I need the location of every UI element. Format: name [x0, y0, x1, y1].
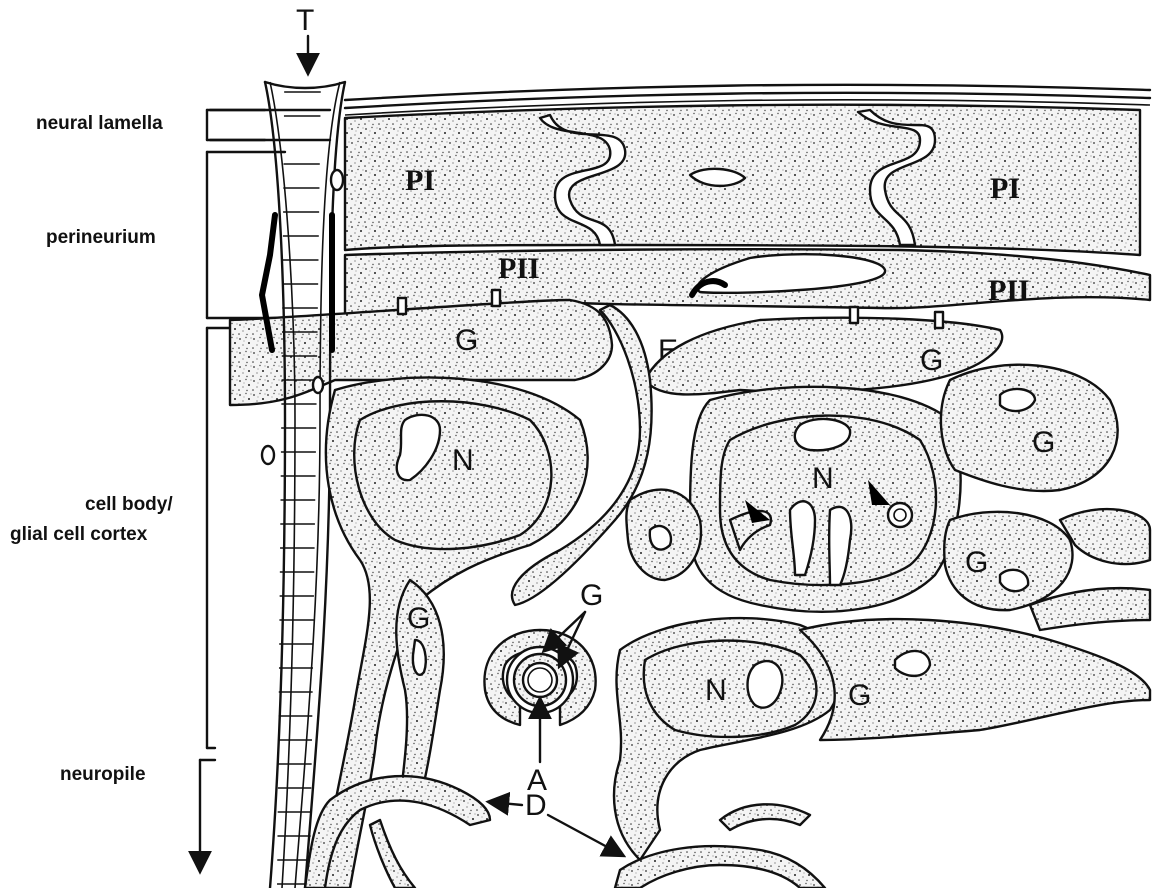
label-n-lower: N: [705, 674, 727, 707]
label-g-upper-left: G: [455, 324, 478, 357]
label-t: T: [296, 4, 314, 37]
label-pii-left: PII: [498, 252, 540, 285]
neuron-right-nucleolus: [795, 419, 850, 450]
label-pi-right: PI: [990, 172, 1020, 205]
label-n-right: N: [812, 462, 834, 495]
zone-label-neuropile: neuropile: [60, 764, 146, 785]
label-g-right-middle: G: [965, 546, 988, 579]
label-g-left-lower: G: [407, 602, 430, 635]
glial-right-upper: [941, 365, 1118, 491]
dendrites: [305, 776, 825, 888]
zone-label-perineurium: perineurium: [46, 227, 156, 248]
zone-label-cell-body-1: cell body/: [85, 494, 173, 515]
zone-label-neural-lamella: neural lamella: [36, 113, 163, 134]
label-g-lower-right: G: [848, 679, 871, 712]
label-d: D: [525, 789, 547, 822]
label-pi-left: PI: [405, 164, 435, 197]
glial-right-middle: [944, 512, 1072, 610]
zone-brackets: [200, 110, 330, 870]
neuron-lower: [644, 641, 817, 737]
label-g-axon: G: [580, 579, 603, 612]
zone-label-cell-body-2: glial cell cortex: [10, 524, 148, 545]
label-n-left: N: [452, 444, 474, 477]
label-g-right-upper: G: [1032, 426, 1055, 459]
label-pii-right: PII: [988, 274, 1030, 307]
label-g-upper-right: G: [920, 344, 943, 377]
